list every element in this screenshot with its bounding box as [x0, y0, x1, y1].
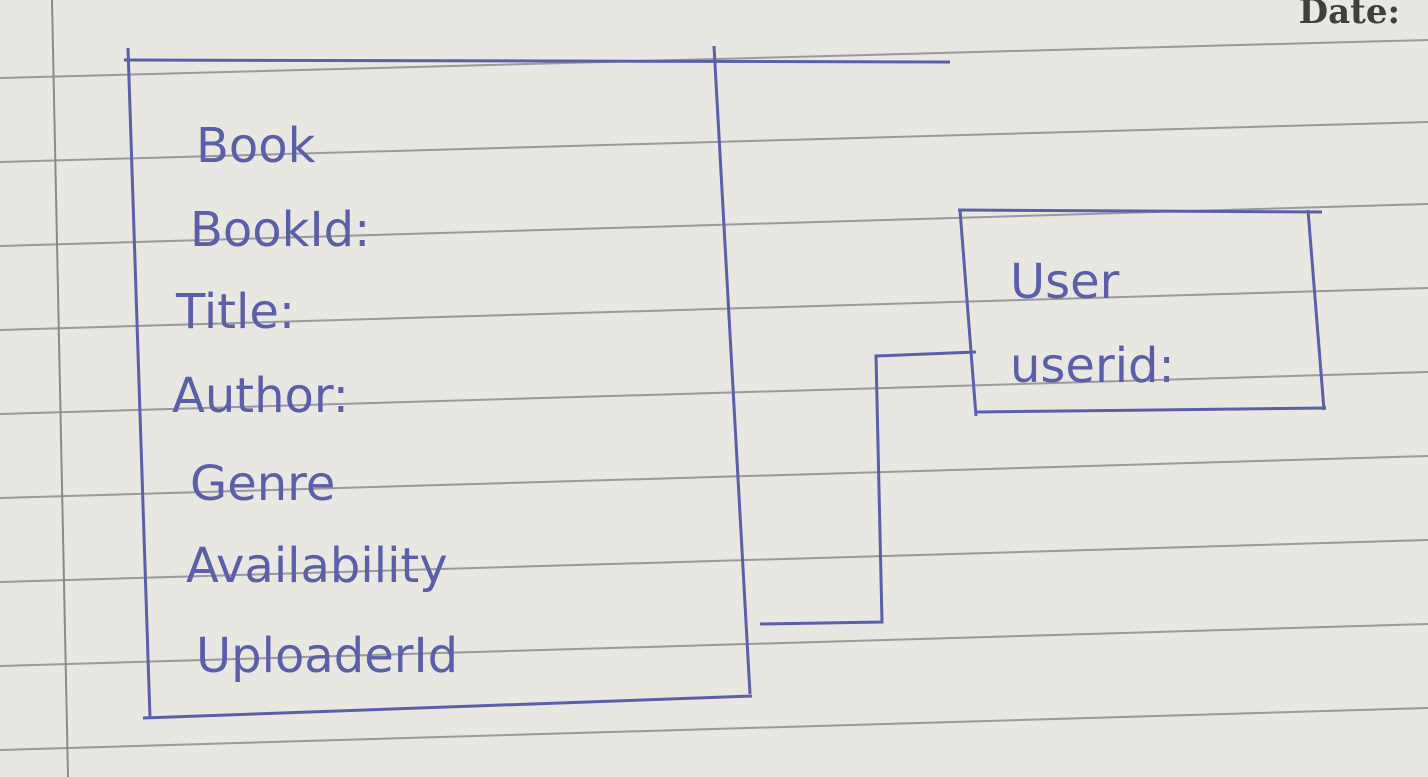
book-field-availability: Availability: [186, 538, 448, 594]
user-entity-box: [957, 208, 1327, 417]
date-label: Date:: [1298, 0, 1400, 32]
book-field-author: Author:: [172, 368, 349, 424]
user-entity-text: User userid:: [1010, 254, 1175, 394]
book-entity-title: Book: [196, 118, 316, 174]
book-field-uploaderid: UploaderId: [196, 628, 458, 684]
book-field-genre: Genre: [190, 456, 335, 512]
book-entity-text: Book BookId: Title: Author: Genre Availa…: [172, 118, 458, 684]
user-field-userid: userid:: [1010, 338, 1175, 394]
user-entity-title: User: [1010, 254, 1120, 310]
margin-line: [51, 0, 69, 777]
book-field-bookid: BookId:: [190, 202, 370, 258]
book-field-title: Title:: [175, 284, 295, 340]
book-entity-box: [123, 45, 951, 720]
ruled-lines: [0, 39, 1428, 751]
relationship-connector: [759, 350, 977, 626]
